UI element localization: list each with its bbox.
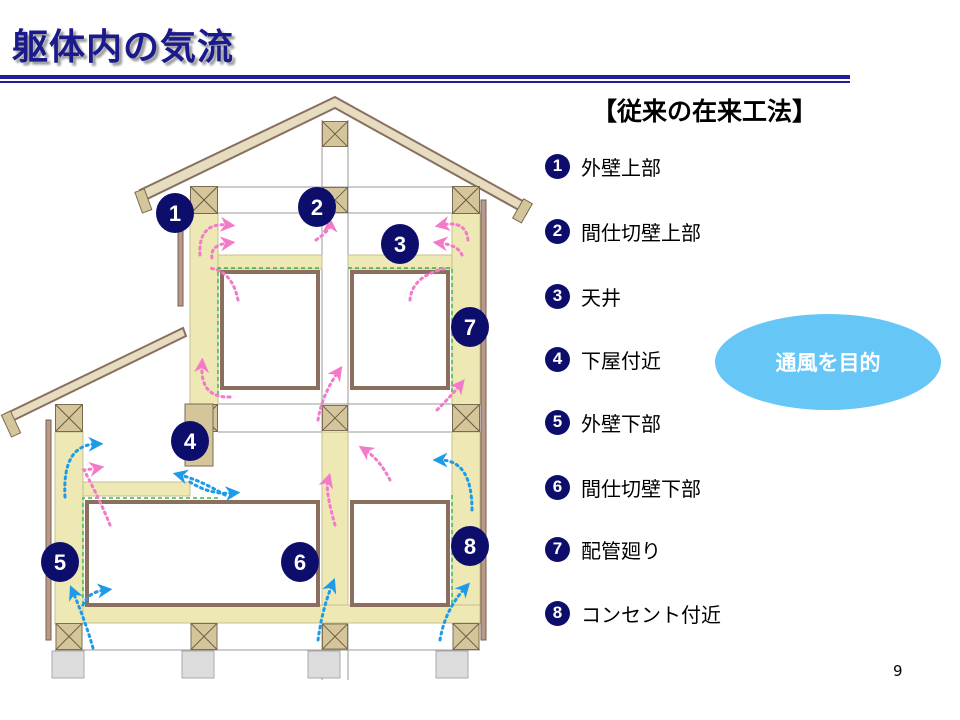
exterior-cladding bbox=[45, 199, 487, 641]
method-heading: 【従来の在来工法】 bbox=[592, 97, 818, 126]
legend-number: 3 bbox=[545, 283, 570, 309]
badge-5: 5 bbox=[41, 542, 79, 582]
badge-7: 7 bbox=[451, 307, 489, 347]
svg-text:6: 6 bbox=[294, 550, 306, 575]
frame-lines bbox=[55, 120, 480, 680]
badge-3: 3 bbox=[381, 224, 419, 264]
title-underline-thin bbox=[0, 81, 850, 83]
svg-text:2: 2 bbox=[311, 195, 323, 220]
svg-text:3: 3 bbox=[394, 232, 406, 257]
insulation bbox=[54, 212, 481, 625]
title-underline bbox=[0, 75, 850, 79]
legend-item: 7 配管廻り bbox=[545, 534, 661, 564]
foundations bbox=[51, 650, 469, 679]
legend-item: 1 外壁上部 bbox=[545, 151, 661, 181]
legend-item: 2 間仕切壁上部 bbox=[545, 216, 701, 246]
svg-text:1: 1 bbox=[169, 201, 181, 226]
legend-label: 外壁上部 bbox=[581, 155, 661, 180]
legend-number: 6 bbox=[545, 474, 570, 500]
svg-text:5: 5 bbox=[54, 550, 66, 575]
badge-6: 6 bbox=[281, 542, 319, 582]
page-number: 9 bbox=[893, 662, 903, 680]
svg-text:8: 8 bbox=[464, 534, 476, 559]
legend-item: 5 外壁下部 bbox=[545, 407, 661, 437]
main-roof bbox=[134, 95, 534, 224]
legend-label: 配管廻り bbox=[581, 538, 661, 563]
svg-text:7: 7 bbox=[464, 315, 476, 340]
house-section-diagram: 1 2 3 4 5 6 7 8 bbox=[0, 95, 534, 680]
legend-label: 外壁下部 bbox=[581, 411, 661, 436]
diagram-badges: 1 2 3 4 5 6 7 8 bbox=[41, 187, 489, 582]
purpose-callout: 通風を目的 bbox=[715, 314, 941, 410]
legend-label: 天井 bbox=[581, 285, 621, 310]
legend-label: コンセント付近 bbox=[581, 602, 721, 627]
legend-item: 8 コンセント付近 bbox=[545, 598, 721, 628]
legend-number: 1 bbox=[545, 153, 570, 179]
legend-number: 4 bbox=[545, 346, 570, 372]
vapor-barrier bbox=[82, 267, 453, 605]
timber-blocks bbox=[55, 120, 480, 650]
badge-8: 8 bbox=[451, 526, 489, 566]
badge-4: 4 bbox=[171, 421, 209, 461]
legend-number: 7 bbox=[545, 536, 570, 562]
legend-label: 間仕切壁下部 bbox=[581, 476, 701, 501]
badge-2: 2 bbox=[298, 187, 336, 227]
legend-number: 5 bbox=[545, 409, 570, 435]
badge-1: 1 bbox=[156, 193, 194, 233]
legend-number: 2 bbox=[545, 218, 570, 244]
airflow-arrows bbox=[63, 216, 474, 650]
legend-item: 3 天井 bbox=[545, 281, 621, 311]
page-title: 躯体内の気流 bbox=[12, 27, 235, 68]
svg-text:4: 4 bbox=[184, 429, 197, 454]
legend-item: 6 間仕切壁下部 bbox=[545, 472, 701, 502]
legend-item: 4 下屋付近 bbox=[545, 344, 661, 374]
legend-label: 下屋付近 bbox=[581, 348, 661, 373]
lean-to-roof bbox=[0, 326, 188, 438]
legend-label: 間仕切壁上部 bbox=[581, 220, 701, 245]
legend-number: 8 bbox=[545, 600, 570, 626]
room-frames bbox=[85, 270, 450, 607]
